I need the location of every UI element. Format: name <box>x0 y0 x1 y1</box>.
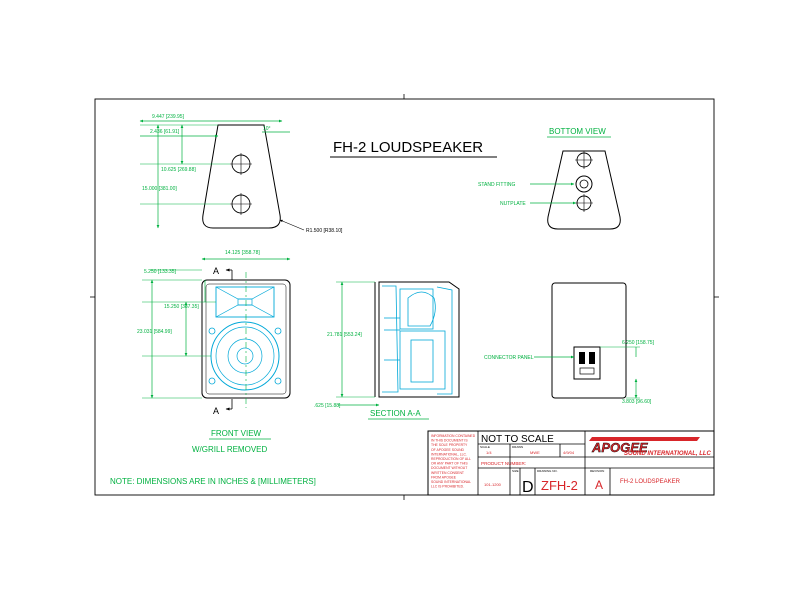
rear-view: CONNECTOR PANEL 6.250 [158.75] 3.803 [96… <box>484 282 655 405</box>
dim-angle: 10° <box>263 126 271 132</box>
brand-subtitle: SOUND INTERNATIONAL, LLC <box>624 451 712 457</box>
callout-nutplate: NUTPLATE <box>500 201 526 207</box>
drawing-no-label: DRAWING NO. <box>537 469 558 473</box>
callout-connector-panel: CONNECTOR PANEL <box>484 355 534 361</box>
leader-radius <box>279 219 305 231</box>
notice-line: SOUND INTERNATIONAL <box>431 480 471 484</box>
notice-line: WRITTEN CONSENT <box>431 471 464 475</box>
section-view-outline <box>378 281 460 398</box>
section-marker-top: A <box>213 266 219 276</box>
rear-view-outline <box>551 282 627 399</box>
dim-front-width: 14.125 [358.78] <box>225 250 260 256</box>
front-view-sublabel: W/GRILL REMOVED <box>192 445 267 454</box>
dim-overall-width: 9.447 [239.95] <box>152 114 185 120</box>
notice-line: OF APOGEE SOUND <box>431 448 465 452</box>
scale-value: 1/4 <box>486 450 492 455</box>
dim-radius: R1.500 [R38.10] <box>306 228 343 234</box>
connector-panel <box>573 346 601 380</box>
dim-front-upper: 5.250 [133.35] <box>144 269 177 275</box>
front-view-horn <box>215 286 275 318</box>
notice-line: DOCUMENT WITHOUT <box>431 466 467 470</box>
section-marker-bottom: A <box>213 406 219 416</box>
stand-fitting-symbol <box>575 175 593 193</box>
bottom-view: BOTTOM VIEW STAND FITTING NUTPLATE <box>478 127 621 230</box>
notice-line: IN THIS DOCUMENT IS <box>431 439 468 443</box>
front-view-woofer <box>210 321 280 391</box>
dim-front-overall: 23.031 [584.99] <box>137 329 172 335</box>
dim-section-base: .625 [15.88] <box>314 403 341 409</box>
dim-rear-upper: 6.250 [158.75] <box>622 340 655 346</box>
notice-line: REPRODUCTION OF ALL <box>431 457 471 461</box>
drawing-title: FH-2 LOUDSPEAKER <box>333 139 483 156</box>
drawing-description: FH-2 LOUDSPEAKER <box>620 479 681 485</box>
top-view-outline <box>202 124 281 229</box>
notice-line: INFORMATION CONTAINED <box>431 434 476 438</box>
drawn-value: MWE <box>530 450 540 455</box>
section-view-internals <box>382 285 453 395</box>
front-view-mount-points <box>208 327 282 385</box>
bottom-view-outline <box>547 150 621 230</box>
notice-line: THE SOLE PROPERTY <box>431 443 468 447</box>
notice-line: OR ANY PART OF THIS <box>431 462 468 466</box>
front-view: A A 14.125 [358.78] 5.250 [133.35] 15.25… <box>137 250 291 454</box>
notice-line: INTERNATIONAL, LLC. <box>431 452 467 456</box>
revision-label: REVISION <box>590 469 604 473</box>
section-view: 21.781 [553.24] .625 [15.88] SECTION A-A <box>314 281 460 420</box>
notice-line: LLC IS PROHIBITED. <box>431 485 464 489</box>
notice-line: FROM APOGEE <box>431 475 457 479</box>
product-number-label: PRODUCT NUMBER: <box>481 461 526 466</box>
top-view-upper-hole <box>230 153 252 175</box>
size-label: SIZE <box>512 469 519 473</box>
dimensions-note: NOTE: DIMENSIONS ARE IN INCHES & [MILLIM… <box>110 477 316 486</box>
dim-inner: 10.625 [269.88] <box>161 167 196 173</box>
callout-stand-fitting: STAND FITTING <box>478 182 516 188</box>
front-view-label: FRONT VIEW <box>211 429 262 438</box>
dim-offset: 2.436 [61.91] <box>150 129 180 135</box>
date-value: 4/9/04 <box>563 450 575 455</box>
bottom-view-upper-hole <box>575 151 593 169</box>
size-value: D <box>522 479 534 496</box>
dim-rear-lower: 3.803 [96.60] <box>622 399 652 405</box>
revision-value: A <box>595 478 603 492</box>
scale-label: SCALE <box>480 445 490 449</box>
dim-section-height: 21.781 [553.24] <box>327 332 362 338</box>
top-view-lower-hole <box>230 193 252 215</box>
bottom-view-lower-hole <box>575 194 593 212</box>
dim-front-mid: 15.250 [387.35] <box>164 304 199 310</box>
dim-height: 15.000 [381.00] <box>142 186 177 192</box>
drawn-label: DRAWN <box>512 445 523 449</box>
not-to-scale: NOT TO SCALE <box>481 434 554 445</box>
bottom-view-label: BOTTOM VIEW <box>549 127 606 136</box>
product-number-value: 101-1200 <box>484 482 502 487</box>
section-view-label: SECTION A-A <box>370 409 421 418</box>
brand-name: APOGEE <box>591 440 648 455</box>
top-view: 9.447 [239.95] 2.436 [61.91] 10° 10.625 … <box>139 114 343 234</box>
apogee-logo: APOGEE SOUND INTERNATIONAL, LLC <box>589 437 712 457</box>
drawing-no-value: ZFH-2 <box>541 478 578 493</box>
